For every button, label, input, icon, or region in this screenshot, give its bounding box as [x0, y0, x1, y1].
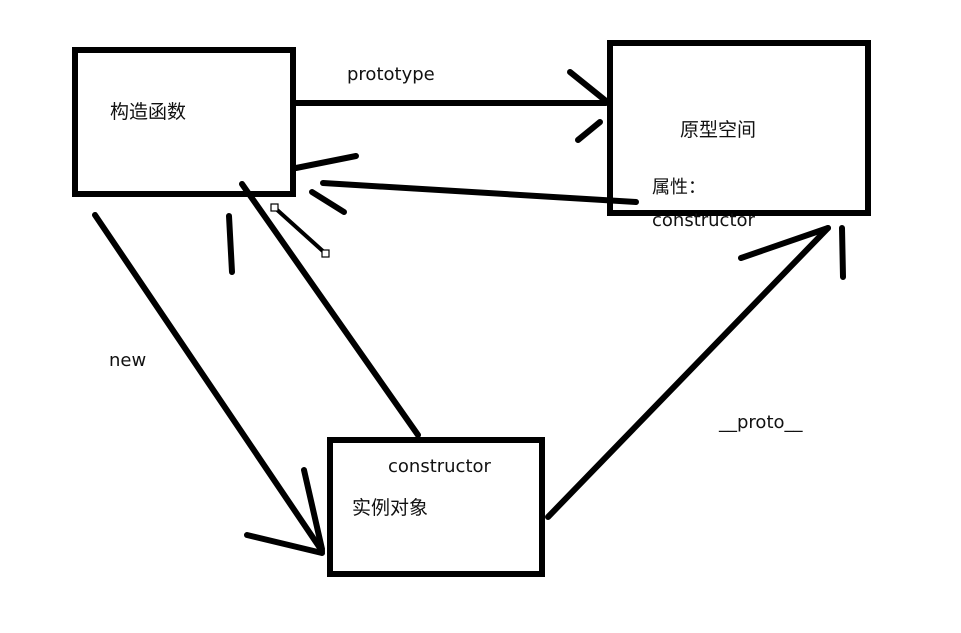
node-prototype-space-box — [607, 40, 871, 216]
edge-prototype[interactable]: prototype — [290, 64, 609, 143]
edge-prototype-constructor-arrowhead-lower — [309, 189, 347, 215]
edge-prototype-arrowhead-upper — [567, 69, 609, 104]
edge-proto-arrowhead-left — [738, 225, 831, 261]
node-constructor-function-label: 构造函数 — [110, 101, 186, 123]
edge-proto-line — [545, 225, 831, 520]
edge-instance-constructor-line — [239, 181, 421, 438]
edge-new-arrowhead-upper — [301, 467, 325, 552]
node-constructor-function-box — [72, 47, 296, 197]
edge-new-line — [92, 212, 325, 554]
node-instance-object[interactable]: constructor 实例对象 — [327, 437, 545, 577]
selection-handle-start[interactable] — [270, 203, 279, 212]
edge-prototype-constructor-arrowhead-upper — [293, 153, 359, 171]
selection-handle-end[interactable] — [321, 249, 330, 258]
edge-prototype-constructor-line — [320, 180, 639, 205]
node-prototype-space-attr-value: constructor — [652, 210, 756, 231]
edge-prototype-constructor[interactable] — [293, 153, 639, 215]
node-instance-object-box — [327, 437, 545, 577]
edge-instance-constructor-arrowhead-left — [226, 213, 235, 275]
edge-new-arrowhead-lower — [244, 532, 325, 556]
node-instance-object-top-label: constructor — [388, 456, 492, 477]
node-instance-object-label: 实例对象 — [352, 497, 428, 519]
edge-instance-constructor-arrowhead-right — [273, 206, 327, 255]
edge-prototype-arrowhead-lower — [575, 119, 603, 143]
node-prototype-space-attr-label: 属性： — [652, 177, 706, 198]
edge-proto-arrowhead-right — [839, 225, 846, 280]
node-prototype-space-label: 原型空间 — [680, 119, 756, 141]
edge-new[interactable]: new — [92, 212, 325, 556]
node-prototype-space[interactable]: 原型空间 属性： constructor — [607, 40, 871, 231]
edge-prototype-label: prototype — [347, 64, 435, 85]
edge-proto-label: __proto__ — [718, 412, 804, 433]
node-constructor-function[interactable]: 构造函数 — [72, 47, 296, 197]
edge-proto[interactable]: __proto__ — [545, 225, 846, 520]
edge-instance-constructor[interactable] — [226, 181, 421, 438]
edge-new-label: new — [109, 350, 146, 371]
